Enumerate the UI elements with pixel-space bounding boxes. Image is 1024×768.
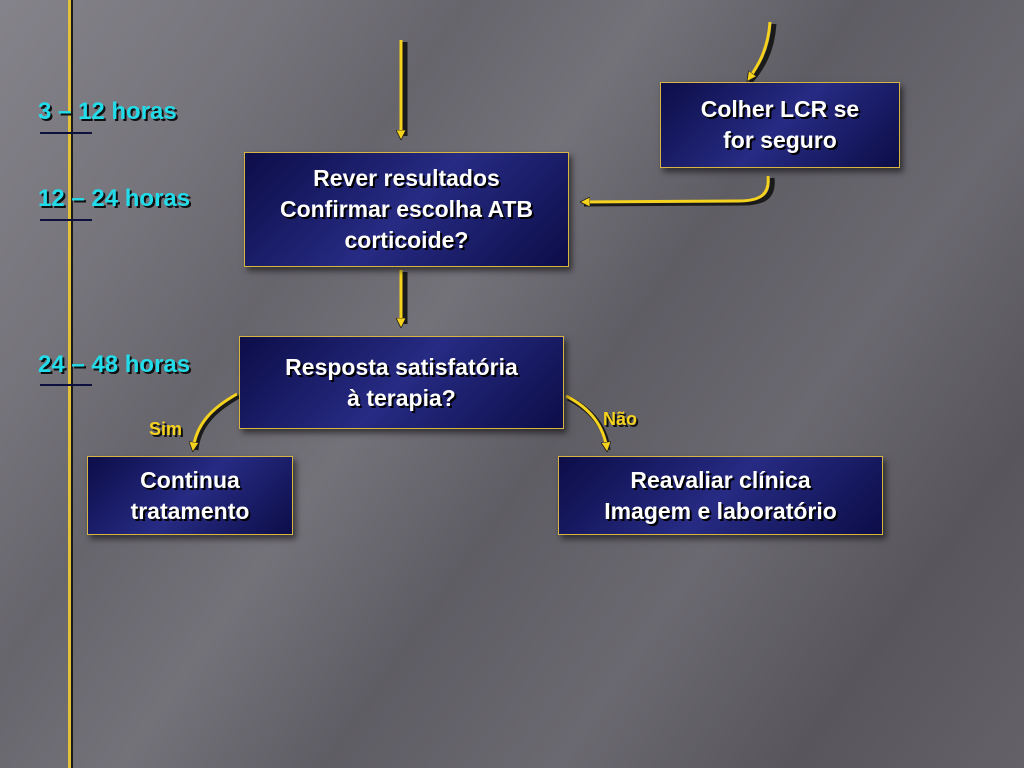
box-line: Resposta satisfatória <box>285 353 518 380</box>
box-line: Reavaliar clínica <box>630 466 811 493</box>
box-rever-resultados: Rever resultados Confirmar escolha ATB c… <box>244 152 569 267</box>
time-label-24-48: 24 – 48 horas <box>38 351 191 378</box>
time-label-underline <box>40 384 92 386</box>
arrow-colher-to-rever <box>582 175 775 204</box>
box-line: à terapia? <box>347 384 456 411</box>
box-line: Continua <box>140 466 240 493</box>
box-line: tratamento <box>130 497 250 524</box>
arrow-rever-to-resposta <box>401 270 408 326</box>
box-resposta-satisfatoria: Resposta satisfatória à terapia? <box>239 336 564 429</box>
box-line: Rever resultados <box>313 165 500 191</box>
arrow-resposta-to-continua <box>193 392 241 450</box>
time-label-underline <box>40 132 92 134</box>
box-line: for seguro <box>723 127 837 153</box>
box-continua-tratamento: Continua tratamento <box>87 456 293 535</box>
box-line: Colher LCR se <box>700 96 860 122</box>
box-reavaliar-clinica: Reavaliar clínica Imagem e laboratório <box>558 456 883 535</box>
branch-label-sim: Sim <box>149 419 183 439</box>
box-line: corticoide? <box>344 227 469 253</box>
branch-label-nao: Não <box>603 409 638 429</box>
arrow-top-into-rever <box>401 40 408 138</box>
arrow-resposta-to-reavaliar <box>565 394 608 450</box>
box-line: Imagem e laboratório <box>604 497 837 524</box>
arrow-top-into-colher <box>748 21 777 84</box>
box-colher-lcr: Colher LCR se for seguro <box>660 82 900 168</box>
time-label-underline <box>40 219 92 221</box>
box-line: Confirmar escolha ATB <box>279 196 534 222</box>
time-label-3-12: 3 – 12 horas <box>38 98 177 125</box>
time-label-12-24: 12 – 24 horas <box>38 185 191 212</box>
